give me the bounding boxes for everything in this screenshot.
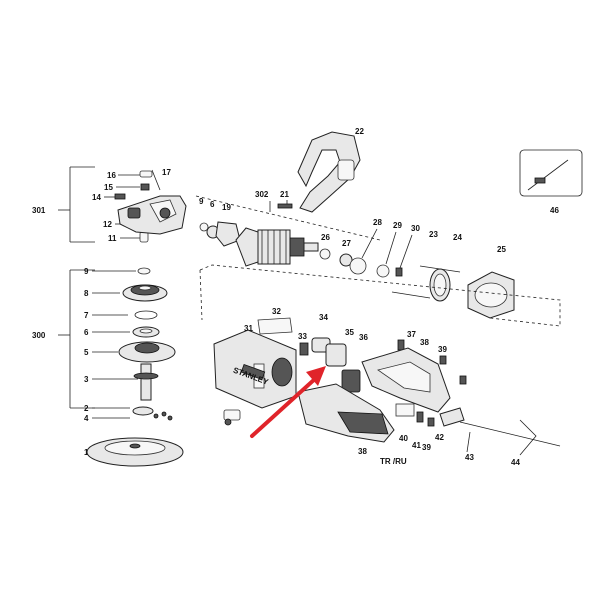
left-callouts: 16 17 15 14 12 11 9 8 7 6 5 3 2 4 1 (84, 168, 171, 457)
label-36: 36 (359, 333, 368, 342)
label-38a: 38 (420, 338, 429, 347)
armature-row: 302 21 9 6 19 26 27 28 29 30 23 (195, 190, 515, 319)
group-label-301: 301 (32, 206, 46, 215)
label-23: 23 (429, 230, 438, 239)
label-25: 25 (497, 245, 506, 254)
motor-housing-31: STANLEY 31 32 (213, 307, 297, 409)
region-label: TR /RU (380, 457, 407, 466)
label-35: 35 (345, 328, 354, 337)
label-29: 29 (393, 221, 402, 230)
label-11: 11 (108, 234, 117, 243)
label-2: 2 (84, 404, 89, 413)
bracket-301: 301 (32, 166, 95, 243)
label-41: 41 (412, 441, 421, 450)
red-indicator-arrow (250, 366, 326, 438)
label-15: 15 (104, 183, 113, 192)
rear-cover-38 (361, 347, 451, 413)
label-22: 22 (355, 127, 364, 136)
disc-stack (86, 267, 184, 467)
label-38b: 38 (358, 447, 367, 456)
label-6b: 6 (210, 200, 215, 209)
label-21: 21 (280, 190, 289, 199)
label-39b: 39 (422, 443, 431, 452)
label-24: 24 (453, 233, 462, 242)
label-4: 4 (84, 414, 89, 423)
label-43: 43 (465, 453, 474, 462)
label-37: 37 (407, 330, 416, 339)
label-5: 5 (84, 348, 89, 357)
label-34: 34 (319, 313, 328, 322)
label-9: 9 (84, 267, 89, 276)
label-40: 40 (399, 434, 408, 443)
label-7: 7 (84, 311, 89, 320)
inset-46: 46 (519, 149, 583, 215)
label-31: 31 (244, 324, 253, 333)
label-28: 28 (373, 218, 382, 227)
label-14: 14 (92, 193, 101, 202)
group-label-302: 302 (255, 190, 269, 199)
label-46: 46 (550, 206, 559, 215)
lock-pins (223, 409, 241, 426)
label-9b: 9 (199, 197, 204, 206)
label-44: 44 (511, 458, 520, 467)
cable-parts: 42 43 44 (435, 407, 561, 467)
label-12: 12 (103, 220, 112, 229)
label-19: 19 (222, 203, 231, 212)
motor-housing-frame (199, 264, 561, 327)
label-8: 8 (84, 289, 89, 298)
label-3: 3 (84, 375, 89, 384)
label-30: 30 (411, 224, 420, 233)
rear-handle-38: 38 40 41 39 TR /RU (297, 383, 435, 466)
label-17: 17 (162, 168, 171, 177)
label-39a: 39 (438, 345, 447, 354)
switch-parts: 33 34 35 36 37 38 39 (298, 313, 467, 393)
label-33: 33 (298, 332, 307, 341)
bracket-300: 300 (32, 269, 95, 409)
label-6: 6 (84, 328, 89, 337)
label-1: 1 (84, 448, 89, 457)
label-16: 16 (107, 171, 116, 180)
label-32: 32 (272, 307, 281, 316)
group-label-300: 300 (32, 331, 46, 340)
side-handle-22: 22 (297, 127, 364, 213)
gear-housing-assembly (114, 169, 187, 243)
label-42: 42 (435, 433, 444, 442)
label-26: 26 (321, 233, 330, 242)
label-27: 27 (342, 239, 351, 248)
